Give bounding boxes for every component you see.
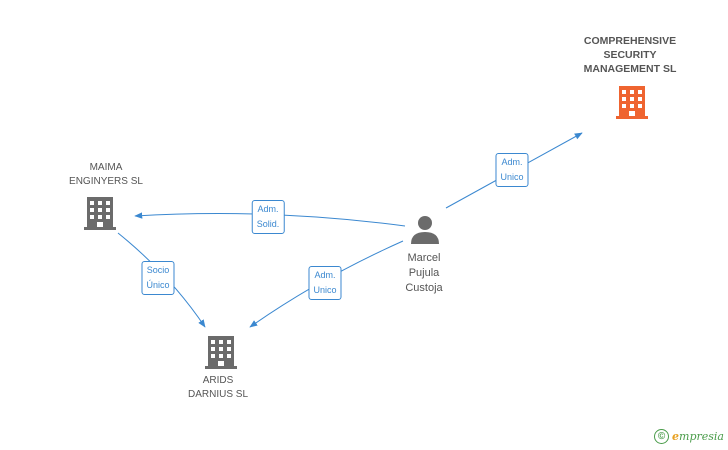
edge-label-line1: Adm.: [314, 270, 336, 280]
node-maima-line1: MAIMA: [89, 162, 123, 173]
node-person-line2: Pujula: [408, 267, 440, 279]
edge-label-line2: Único: [146, 280, 170, 290]
building-icon-arids[interactable]: [205, 334, 237, 370]
edge-label-adm-unico-comprehensive: Adm. Unico: [495, 153, 529, 187]
node-arids-label: ARIDS DARNIUS SL: [188, 374, 248, 402]
building-icon-maima[interactable]: [84, 195, 116, 231]
edge-label-line1: Adm.: [501, 157, 523, 167]
node-person-line1: Marcel: [407, 252, 441, 264]
node-arids-line2: DARNIUS SL: [187, 389, 249, 400]
node-arids-line1: ARIDS: [202, 375, 234, 386]
edge-label-adm-solid-maima: Adm. Solid.: [251, 200, 285, 234]
edge-label-line1: Socio: [146, 265, 170, 275]
brand-logo: empresia: [672, 430, 724, 443]
building-icon-comprehensive[interactable]: [616, 84, 648, 120]
brand-initial: e: [672, 430, 680, 443]
brand-rest: mpresia: [679, 430, 724, 443]
person-icon[interactable]: [410, 214, 440, 244]
edge-label-line1: Adm.: [257, 204, 279, 214]
node-comprehensive-label: COMPREHENSIVE SECURITY MANAGEMENT SL: [584, 34, 677, 76]
node-comprehensive-line1: COMPREHENSIVE: [583, 35, 677, 47]
empresia-watermark: © empresia: [654, 429, 724, 444]
edge-label-line2: Solid.: [256, 219, 280, 229]
node-person-line3: Custoja: [405, 282, 443, 294]
node-comprehensive-line3: MANAGEMENT SL: [583, 63, 677, 75]
copyright-icon: ©: [654, 429, 670, 444]
edge-label-line2: Unico: [313, 285, 337, 295]
node-comprehensive-line2: SECURITY: [603, 49, 657, 61]
node-person-label: Marcel Pujula Custoja: [405, 251, 442, 296]
edge-label-adm-unico-arids: Adm. Unico: [308, 266, 342, 300]
edge-label-socio-unico: Socio Único: [141, 261, 175, 295]
edge-label-line2: Unico: [500, 172, 524, 182]
node-maima-line2: ENGINYERS SL: [69, 176, 143, 187]
node-maima-label: MAIMA ENGINYERS SL: [69, 161, 143, 189]
